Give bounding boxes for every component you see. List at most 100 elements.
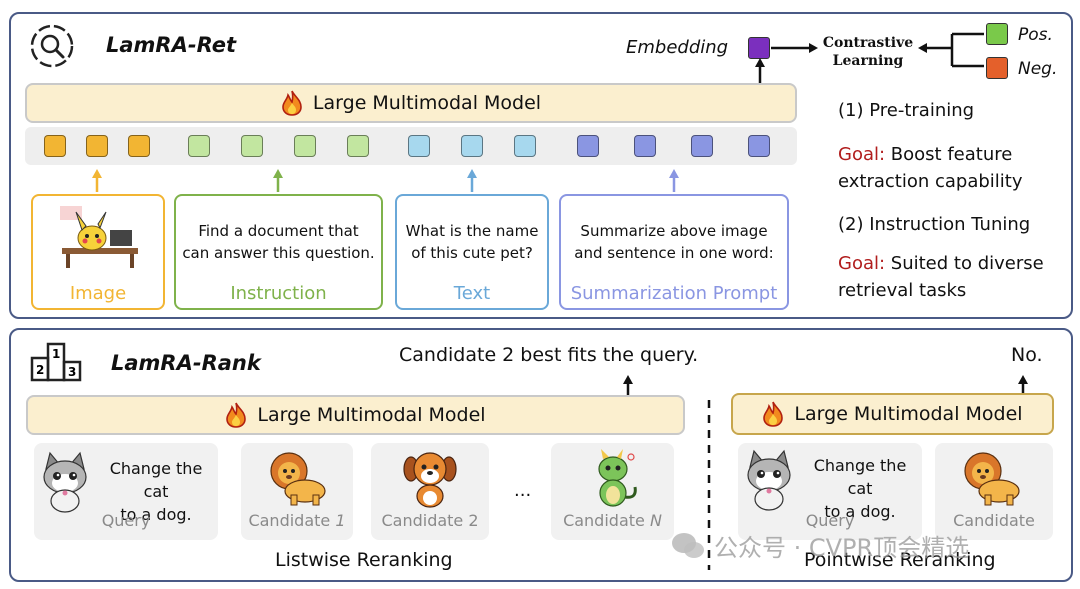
- pos-token: [986, 23, 1008, 45]
- stage2-text: (2) Instruction Tuning: [838, 214, 1031, 235]
- dog-image: [403, 452, 457, 508]
- instruction-token: [347, 135, 369, 157]
- prompt-token: [691, 135, 713, 157]
- candidate-2-card: Candidate 2: [371, 443, 489, 540]
- text-input-box: What is the name of this cute pet? Text: [395, 194, 549, 310]
- podium-icon: 2 1 3: [30, 342, 82, 382]
- candidate-1-text: Candidate: [248, 511, 336, 530]
- listwise-llm-label: Large Multimodal Model: [257, 404, 486, 426]
- instruction-input-box: Find a document that can answer this que…: [174, 194, 383, 310]
- pointwise-query-label: Query: [805, 511, 855, 530]
- pikachu-image: [60, 206, 138, 268]
- input-arrows: [92, 169, 679, 192]
- contrastive-label: Contrastive Learning: [822, 34, 914, 70]
- candidate-n-index: N: [649, 511, 662, 530]
- watermark: 公众号 · CVPR顶会精选: [670, 528, 969, 563]
- goal2-line2: retrieval tasks: [838, 280, 967, 301]
- lion-image: [964, 452, 1020, 506]
- ret-llm-bar: Large Multimodal Model: [25, 83, 797, 123]
- text-token: [408, 135, 430, 157]
- query-card: Change the cat to a dog. Query: [34, 443, 218, 540]
- rank-output-arrows: [623, 375, 1028, 570]
- candidate-n-text: Candidate: [563, 511, 650, 530]
- stage1-text: (1) Pre-training: [838, 100, 975, 121]
- dragon-image: [598, 449, 637, 507]
- ret-title: LamRA-Ret: [106, 33, 236, 57]
- query-text: Change the cat to a dog.: [96, 457, 216, 526]
- contrastive-line1: Contrastive: [822, 35, 914, 51]
- prompt-token: [748, 135, 770, 157]
- candidate-1-label: Candidate 1: [241, 511, 353, 530]
- prompt-text-line2: and sentence in one word:: [574, 244, 774, 262]
- pointwise-output: No.: [1011, 344, 1043, 366]
- pointwise-candidate-card: Candidate: [935, 443, 1053, 540]
- goal2-line1: Goal: Suited to diverse: [838, 250, 1044, 277]
- pointwise-caption: Pointwise Reranking: [804, 549, 996, 571]
- listwise-caption: Listwise Reranking: [275, 549, 453, 571]
- image-input-box: Image: [31, 194, 165, 310]
- instruction-text-line2: can answer this question.: [182, 244, 375, 262]
- listwise-llm-bar: Large Multimodal Model: [26, 395, 685, 435]
- cat-image: [43, 451, 87, 513]
- prompt-text-line1: Summarize above image: [580, 222, 768, 240]
- pos-label: Pos.: [1018, 25, 1053, 45]
- watermark-text: 公众号 · CVPR顶会精选: [714, 534, 970, 562]
- goal1-line1: Goal: Boost feature: [838, 141, 1012, 168]
- pointwise-query-line1: Change the cat: [813, 456, 907, 498]
- query-text-line1: Change the cat: [109, 459, 203, 501]
- candidate-n-label: Candidate N: [551, 511, 674, 530]
- instruction-token: [241, 135, 263, 157]
- flame-icon: [763, 401, 784, 427]
- wechat-icon: [672, 532, 704, 558]
- image-label: Image: [69, 283, 127, 304]
- goal1-text-a: Boost feature: [885, 144, 1013, 165]
- instruction-text-line1: Find a document that: [198, 222, 359, 240]
- search-gear-icon: [30, 24, 74, 68]
- text-token: [514, 135, 536, 157]
- query-text-line2: to a dog.: [120, 505, 192, 524]
- listwise-output: Candidate 2 best fits the query.: [399, 344, 699, 366]
- pointwise-llm-label: Large Multimodal Model: [794, 403, 1023, 425]
- embedding-token: [748, 37, 770, 59]
- text-input-line2: of this cute pet?: [411, 244, 533, 262]
- candidate-2-label: Candidate 2: [381, 511, 479, 530]
- candidate-n-card: Candidate N: [551, 443, 674, 540]
- embedding-arrows: [755, 32, 984, 84]
- instruction-token: [294, 135, 316, 157]
- cat-image: [747, 449, 791, 511]
- text-input-line1: What is the name: [405, 222, 539, 240]
- candidate-1-card: Candidate 1: [241, 443, 353, 540]
- pointwise-query-text: Change the cat to a dog.: [800, 454, 920, 523]
- rank-title: LamRA-Rank: [111, 351, 261, 375]
- flame-icon: [226, 402, 247, 428]
- goal1-word: Goal:: [838, 144, 886, 165]
- lion-image: [270, 452, 326, 506]
- text-label: Text: [453, 283, 491, 304]
- prompt-label: Summarization Prompt: [570, 283, 778, 304]
- text-token: [461, 135, 483, 157]
- contrastive-line2: Learning: [832, 53, 904, 69]
- goal2-word: Goal:: [838, 253, 886, 274]
- instruction-token: [188, 135, 210, 157]
- pointwise-candidate-label: Candidate: [953, 511, 1035, 530]
- svg-text:1: 1: [52, 347, 60, 361]
- image-token: [128, 135, 150, 157]
- svg-text:3: 3: [68, 365, 76, 379]
- flame-icon: [282, 90, 302, 116]
- goal1-line2: extraction capability: [838, 171, 1023, 192]
- query-label: Query: [101, 511, 151, 530]
- neg-label: Neg.: [1018, 59, 1058, 79]
- pointwise-query-line2: to a dog.: [824, 502, 896, 521]
- neg-token: [986, 57, 1008, 79]
- pointwise-llm-bar: Large Multimodal Model: [731, 393, 1054, 435]
- image-token: [86, 135, 108, 157]
- ellipsis: ...: [514, 480, 532, 501]
- instruction-label: Instruction: [230, 283, 327, 304]
- pointwise-query-card: Change the cat to a dog. Query: [738, 443, 922, 540]
- prompt-token: [634, 135, 656, 157]
- candidate-1-index: 1: [335, 511, 346, 530]
- goal2-text-a: Suited to diverse: [885, 253, 1044, 274]
- prompt-input-box: Summarize above image and sentence in on…: [559, 194, 789, 310]
- prompt-token: [577, 135, 599, 157]
- image-token: [44, 135, 66, 157]
